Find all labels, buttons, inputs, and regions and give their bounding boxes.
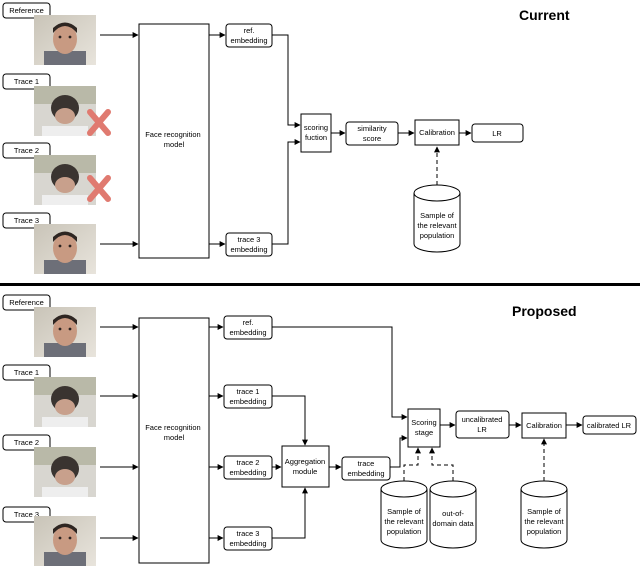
- proposed-trace2-photo: [34, 447, 96, 497]
- proposed-face-recognition-model: Face recognition model: [138, 317, 210, 564]
- proposed-out-of-domain-cylinder: out-of-domain data: [429, 480, 477, 549]
- proposed-input-label: Trace 3: [14, 510, 39, 519]
- svg-text:ref.embedding: ref.embedding: [229, 318, 266, 337]
- reject-cross-icon: [87, 109, 111, 136]
- current-input-reference: Reference: [2, 2, 51, 19]
- svg-text:Calibration: Calibration: [419, 128, 455, 137]
- current-input-trace2: Trace 2: [2, 142, 51, 159]
- current-trace3-photo: [34, 224, 96, 274]
- current-face-model-label: Face recognition model: [145, 130, 203, 149]
- current-trace1-photo: [34, 86, 96, 136]
- proposed-input-reference: Reference: [2, 294, 51, 311]
- proposed-input-trace2: Trace 2: [2, 434, 51, 451]
- proposed-ref-embedding: ref.embedding: [223, 315, 273, 340]
- proposed-reference-photo: [34, 307, 96, 357]
- proposed-calibration: Calibration: [521, 412, 567, 439]
- svg-text:LR: LR: [492, 129, 502, 138]
- svg-text:calibrated LR: calibrated LR: [587, 421, 632, 430]
- reject-cross-icon: [87, 175, 111, 202]
- current-calibration: Calibration: [414, 119, 460, 146]
- current-lr: LR: [471, 123, 524, 143]
- current-ref-embedding: ref.embedding: [225, 23, 273, 48]
- proposed-trace1-photo: [34, 377, 96, 427]
- proposed-calibrated-lr: calibrated LR: [582, 415, 637, 435]
- proposed-trace3-photo: [34, 516, 96, 566]
- current-input-label: Trace 2: [14, 146, 39, 155]
- svg-text:Face recognition model: Face recognition model: [145, 423, 203, 442]
- proposed-input-trace1: Trace 1: [2, 364, 51, 381]
- current-input-label: Reference: [9, 6, 44, 15]
- svg-text:out-of-domain data: out-of-domain data: [432, 509, 474, 528]
- current-face-recognition-model: Face recognition model: [138, 23, 210, 259]
- current-input-label: Trace 1: [14, 77, 39, 86]
- current-input-trace1: Trace 1: [2, 73, 51, 90]
- proposed-section: Proposed Reference Trace 1 Trace 2 Trace…: [2, 294, 637, 566]
- section-separator: [0, 283, 640, 286]
- proposed-input-label: Trace 2: [14, 438, 39, 447]
- svg-text:ref.embedding: ref.embedding: [230, 26, 267, 45]
- current-title: Current: [519, 7, 570, 23]
- current-trace2-photo: [34, 155, 96, 205]
- current-section: Current Reference Trace 1 Trace 2 Trace …: [2, 2, 570, 274]
- proposed-title: Proposed: [512, 303, 577, 319]
- current-edges: [100, 32, 472, 247]
- current-input-label: Trace 3: [14, 216, 39, 225]
- proposed-input-label: Reference: [9, 298, 44, 307]
- proposed-input-label: Trace 1: [14, 368, 39, 377]
- svg-text:Calibration: Calibration: [526, 421, 562, 430]
- current-reference-photo: [34, 15, 96, 65]
- proposed-edges: [100, 324, 583, 541]
